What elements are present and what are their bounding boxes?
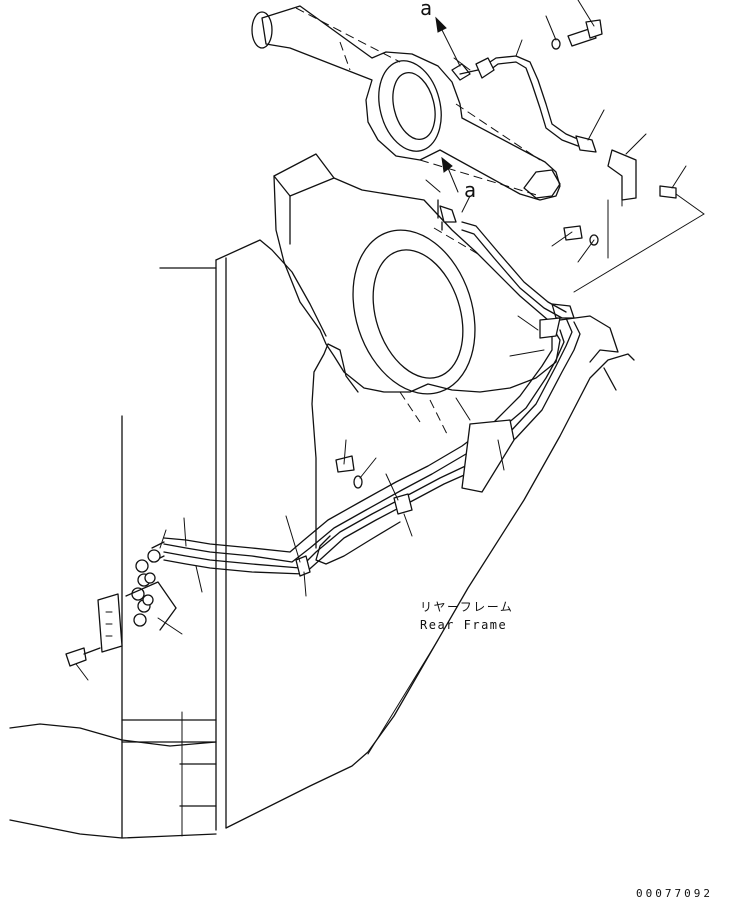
rear-frame [9,239,635,839]
upper-hose [437,55,597,231]
part-label-english: Rear Frame [420,618,508,632]
part-label-japanese: リヤーフレーム [420,600,514,614]
mount-box [273,153,561,549]
lower-fittings-bracket [65,549,177,667]
upper-swing-arm [251,5,561,201]
drawing-number: 00077092 [636,887,713,900]
bolt-washer-clamp-group [335,19,677,489]
main-piping-run [151,221,581,577]
view-label-a-middle: a [464,178,477,202]
view-label-a-top: a [420,0,433,20]
leader-lines [75,0,705,755]
view-arrows [435,16,461,193]
